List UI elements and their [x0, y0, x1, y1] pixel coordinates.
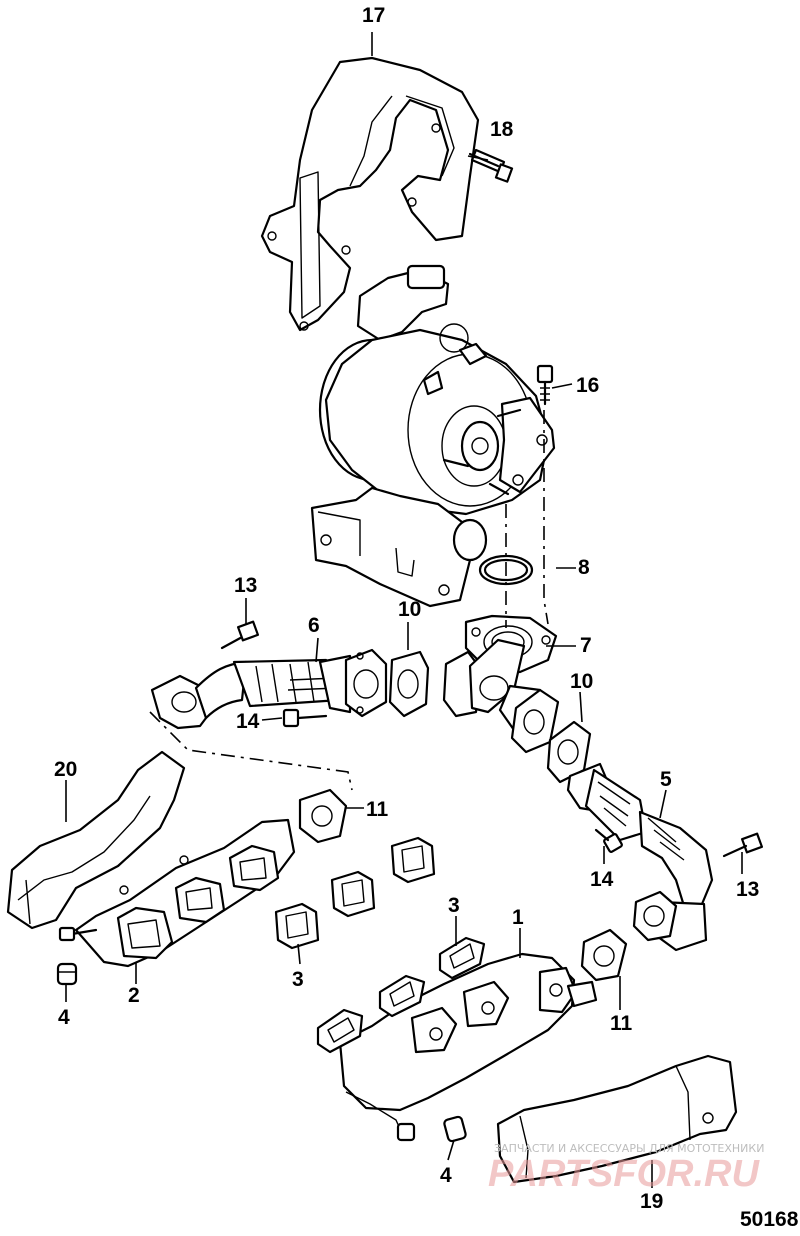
callout-5: 5: [660, 768, 672, 791]
callout-19: 19: [640, 1190, 663, 1213]
part-17-heat-shield: [260, 56, 480, 332]
callout-3-left: 3: [292, 968, 304, 991]
diagram-code: 50168: [740, 1208, 799, 1231]
part-10-gasket-right: [510, 688, 592, 784]
callout-6: 6: [308, 614, 320, 637]
part-14-bolt-right: [594, 828, 623, 853]
callout-10-right: 10: [570, 670, 593, 693]
callouts: 17 18 16 8 7 10 10 6 13 14 5 14 13 20 11…: [54, 4, 759, 1213]
watermark-logo: PARTSFOR.RU: [488, 1153, 760, 1195]
part-10-gasket-left: [388, 650, 430, 718]
callout-4-left: 4: [58, 1006, 70, 1029]
callout-3-right: 3: [448, 894, 460, 917]
callout-14-left: 14: [236, 710, 260, 733]
callout-13-right: 13: [736, 878, 759, 901]
callout-11-left: 11: [366, 798, 389, 821]
part-6-left-pipe: [150, 648, 388, 730]
part-18-bolt: [468, 148, 514, 183]
callout-4-right: 4: [440, 1164, 452, 1187]
part-4-plug-right: [443, 1115, 467, 1143]
part-11-gasket-right: [580, 890, 678, 982]
callout-14-right: 14: [590, 868, 614, 891]
part-14-bolt-left: [282, 708, 328, 728]
part-19-heat-shield: [496, 1054, 738, 1184]
callout-7: 7: [580, 634, 592, 657]
part-4-plug-left: [56, 962, 78, 986]
callout-17: 17: [362, 4, 385, 27]
callout-16: 16: [576, 374, 599, 397]
callout-1: 1: [512, 906, 524, 929]
watermark-caption: ЗАПЧАСТИ И АКСЕССУАРЫ ДЛЯ МОТОТЕХНИКИ: [494, 1142, 764, 1155]
part-3-gaskets-right: [316, 936, 486, 1054]
callout-10-left: 10: [398, 598, 421, 621]
callout-8: 8: [578, 556, 590, 579]
part-16-stud: [536, 364, 554, 406]
part-20-heat-shield: [6, 750, 186, 930]
watermark: ЗАПЧАСТИ И АКСЕССУАРЫ ДЛЯ МОТОТЕХНИКИ PA…: [488, 1142, 764, 1195]
alignment-line: [149, 711, 353, 791]
callout-11-right: 11: [610, 1012, 633, 1035]
part-13-bolt-right: [722, 832, 764, 858]
part-5-right-pipe: [566, 762, 714, 952]
callout-2: 2: [128, 984, 140, 1007]
turbocharger: [310, 264, 556, 608]
part-3-gaskets-left: [274, 836, 436, 950]
callout-18: 18: [490, 118, 514, 141]
alignment-line: [543, 410, 549, 625]
part-11-gasket-left: [298, 788, 348, 844]
part-2-left-manifold: [58, 818, 296, 968]
callout-13-left: 13: [234, 574, 257, 597]
part-13-bolt-left: [220, 620, 260, 650]
callout-20: 20: [54, 758, 77, 781]
part-1-right-manifold: [338, 952, 598, 1142]
leader-lines: [65, 32, 743, 1188]
